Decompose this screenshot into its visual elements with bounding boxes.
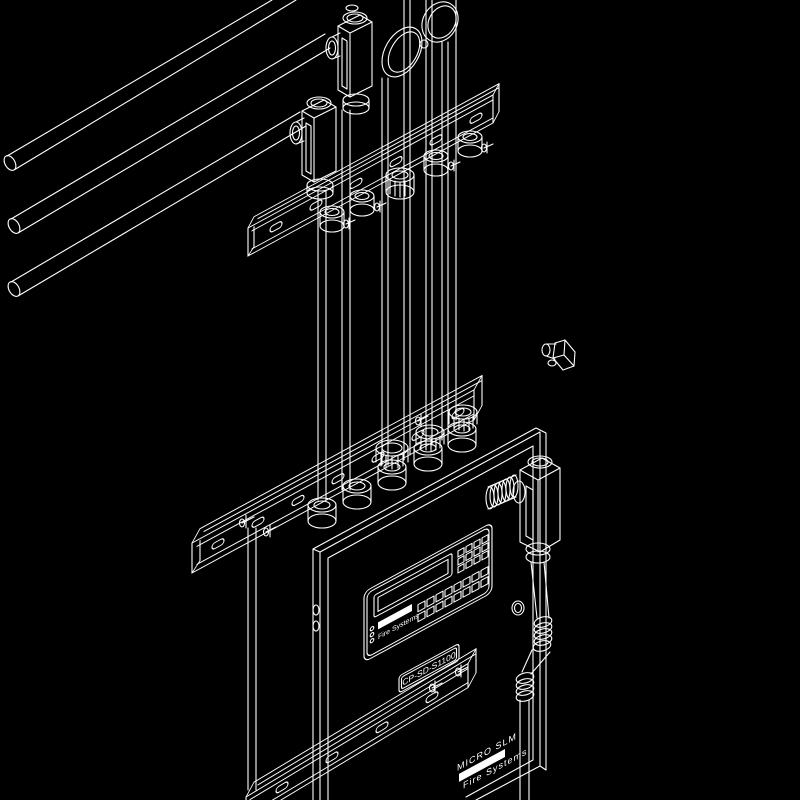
pipe-end bbox=[7, 218, 21, 234]
pipe-end bbox=[3, 155, 17, 171]
threaded-connector bbox=[485, 474, 519, 510]
wireframe-layer: Fire Systems CP-SD-S1100 bbox=[3, 0, 576, 800]
conduit-pipe bbox=[7, 33, 331, 234]
side-tee-fitting bbox=[512, 455, 561, 564]
nameplate-logo bbox=[459, 748, 505, 782]
keypad bbox=[417, 534, 489, 623]
lower-mounting-rail bbox=[245, 648, 477, 800]
cable-gland bbox=[532, 616, 553, 652]
rail-fitting bbox=[342, 478, 372, 510]
threaded-cap bbox=[415, 424, 445, 452]
upper-rail-fittings bbox=[319, 130, 494, 233]
cable-gland bbox=[515, 672, 535, 702]
conduit-pipes bbox=[3, 0, 331, 297]
flexible-conduit bbox=[519, 561, 551, 800]
enclosure-front-face bbox=[319, 431, 541, 800]
brand-logo bbox=[378, 603, 412, 630]
enclosure-door-frame bbox=[327, 445, 534, 800]
clamp-bolts bbox=[342, 141, 494, 230]
rail-fitting bbox=[413, 440, 443, 472]
threaded-cap bbox=[448, 404, 478, 432]
nameplate: MICRO SLM Fire Systems bbox=[457, 731, 527, 792]
control-panel-enclosure bbox=[312, 427, 547, 800]
pipe-end bbox=[7, 281, 21, 297]
rail-fitting bbox=[423, 149, 449, 177]
conduit-pipe bbox=[3, 0, 297, 171]
upper-mounting-rail bbox=[247, 83, 500, 257]
middle-rail-fittings bbox=[238, 404, 478, 538]
mounting-screw bbox=[541, 339, 576, 371]
rail-fitting bbox=[385, 167, 415, 200]
knockout-hole bbox=[312, 604, 320, 616]
conduit-pipe bbox=[7, 111, 307, 297]
display-keypad-module: Fire Systems bbox=[363, 524, 493, 661]
clamp-bolts bbox=[238, 413, 429, 538]
tee-fitting-top bbox=[325, 4, 373, 115]
clamp-bolts bbox=[428, 664, 469, 694]
status-leds bbox=[369, 625, 375, 644]
model-label-plate: CP-SD-S1100 bbox=[398, 644, 460, 693]
tee-fitting-second bbox=[289, 96, 337, 200]
middle-mounting-rail bbox=[191, 374, 483, 574]
rail-fitting bbox=[307, 497, 337, 529]
indicator-lamp bbox=[511, 600, 525, 616]
threaded-cap bbox=[375, 439, 409, 470]
knockout-hole bbox=[312, 620, 320, 632]
rail-fitting bbox=[377, 459, 407, 491]
enclosure-outer-edge bbox=[312, 427, 547, 800]
projection-lines bbox=[247, 0, 457, 791]
locking-rings bbox=[381, 1, 459, 78]
rail-fitting bbox=[349, 189, 375, 217]
lcd-display bbox=[373, 553, 453, 618]
rail-fitting bbox=[447, 421, 477, 453]
